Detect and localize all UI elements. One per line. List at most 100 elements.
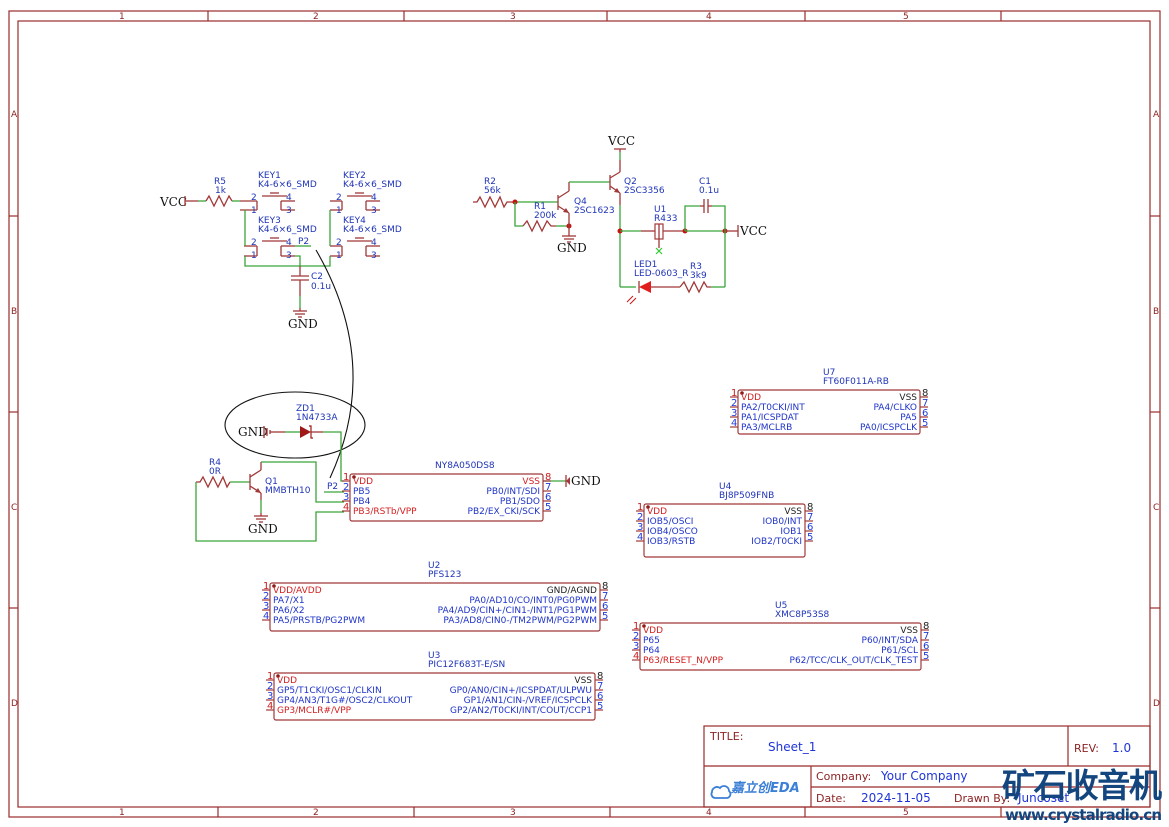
ic-part-name: FT60F011A-RB: [823, 377, 889, 387]
key3-ref: KEY3: [258, 216, 281, 226]
pin-number: 2: [731, 398, 737, 409]
r5-resistor[interactable]: [205, 194, 233, 208]
ic-ref: U2: [428, 561, 440, 571]
pin-number: 8: [922, 388, 928, 399]
pin-number: 4: [343, 502, 349, 513]
col-label: 4: [706, 808, 712, 818]
key2-switch[interactable]: 21 43: [330, 192, 380, 216]
r2-resistor[interactable]: [473, 195, 514, 209]
q4-transistor[interactable]: [557, 182, 570, 226]
svg-text:1: 1: [336, 251, 342, 261]
key4-switch[interactable]: 21 43: [330, 237, 380, 261]
row-label: C: [11, 503, 17, 513]
pin-number: 7: [545, 482, 551, 493]
keypad-circuit: VCC R5 1k 21 43 KEY1 K4-6×6_SMD: [159, 171, 402, 331]
row-label: A: [1153, 110, 1160, 120]
pin-name: PA3/AD8/CIN0-/TM2PWM/PG2PWM: [443, 616, 597, 626]
r4-ref: R4: [209, 458, 221, 468]
key2-value: K4-6×6_SMD: [343, 180, 402, 190]
pin-name: VDD/AVDD: [273, 586, 322, 596]
led1-diode[interactable]: [626, 281, 680, 305]
pin-name: IOB0/INT: [762, 517, 802, 527]
pin-name: VSS: [899, 393, 917, 403]
pin-number: 3: [263, 601, 269, 612]
zd1-value: 1N4733A: [296, 413, 338, 423]
pin-number: 3: [731, 408, 737, 419]
pin-name: P60/INT/SDA: [862, 636, 919, 646]
q4-value: 2SC1623: [574, 206, 615, 216]
pin-number: 3: [637, 522, 643, 533]
key1-switch[interactable]: 21 43: [240, 192, 295, 216]
key3-switch[interactable]: 21 43: [244, 237, 295, 261]
pin-name: PA0/ICSPCLK: [860, 423, 918, 433]
pin-number: 1: [343, 472, 349, 483]
pin-name: PA2/T0CKI/INT: [741, 403, 805, 413]
pin-name: IOB4/OSCO: [647, 527, 698, 537]
col-label: 5: [903, 808, 909, 818]
pin-name: VSS: [574, 676, 592, 686]
svg-text:3: 3: [286, 251, 292, 261]
pin-number: 4: [731, 418, 737, 429]
vcc-net-label: VCC: [607, 134, 635, 148]
pin-name: PB3/RSTb/VPP: [353, 507, 417, 517]
pin-name: GND/AGND: [547, 586, 597, 596]
ny8-circuit: GND ZD1 1N4733A R4 0R Q1 MMBTH10: [195, 391, 601, 542]
ic-part-name: PFS123: [428, 570, 461, 580]
u1-saw-resonator[interactable]: [641, 223, 685, 255]
pin-number: 3: [343, 492, 349, 503]
pin-name: IOB1: [780, 527, 802, 537]
key1-ref: KEY1: [258, 171, 281, 181]
r3-resistor[interactable]: [679, 280, 711, 294]
svg-text:3: 3: [371, 206, 377, 216]
r3-value: 3k9: [690, 271, 707, 281]
q2-transistor[interactable]: [609, 160, 621, 205]
q1-ref: Q1: [265, 477, 278, 487]
company-label: Company:: [816, 770, 871, 783]
gnd-symbol: [293, 308, 307, 318]
watermark-url: www.crystalradio.cn: [1005, 806, 1162, 824]
pin-name: IOB5/OSCI: [647, 517, 693, 527]
pin-name: GP1/AN1/CIN-/VREF/ICSPCLK: [464, 696, 593, 706]
company-value: Your Company: [880, 769, 968, 783]
row-label: A: [11, 110, 18, 120]
pin-number: 5: [545, 502, 551, 513]
p2-net-label: P2: [327, 482, 338, 492]
pin-number: 6: [597, 691, 603, 702]
u1-ref: U1: [654, 205, 666, 215]
r2-value: 56k: [484, 186, 501, 196]
svg-text:2: 2: [251, 238, 257, 248]
pin-name: GP0/AN0/CIN+/ICSPDAT/ULPWU: [450, 686, 592, 696]
pin-number: 7: [923, 631, 929, 642]
r1-resistor[interactable]: [522, 219, 556, 233]
pin1-marker: [352, 475, 356, 479]
pin-name: P64: [643, 646, 660, 656]
pin-number: 7: [922, 398, 928, 409]
c1-value: 0.1u: [699, 186, 719, 196]
pin-number: 1: [731, 388, 737, 399]
c1-capacitor[interactable]: [700, 199, 712, 213]
zd1-zener-diode[interactable]: [300, 425, 323, 439]
col-label: 2: [313, 12, 319, 22]
pin1-marker: [646, 505, 650, 509]
r4-resistor[interactable]: [196, 475, 231, 489]
svg-text:4: 4: [371, 193, 377, 203]
c2-value: 0.1u: [311, 282, 331, 292]
ic-body: [269, 582, 601, 632]
led1-ref: LED1: [634, 260, 657, 270]
pin-name: PB4: [353, 497, 371, 507]
c2-capacitor[interactable]: [291, 275, 309, 308]
p2-net-label: P2: [298, 237, 309, 247]
svg-text:2: 2: [336, 238, 342, 248]
q1-transistor[interactable]: [249, 462, 262, 500]
r1-value: 200k: [534, 211, 557, 221]
pin1-marker: [740, 391, 744, 395]
pin-number: 5: [807, 532, 813, 543]
sheet-frame: [8, 10, 1161, 818]
